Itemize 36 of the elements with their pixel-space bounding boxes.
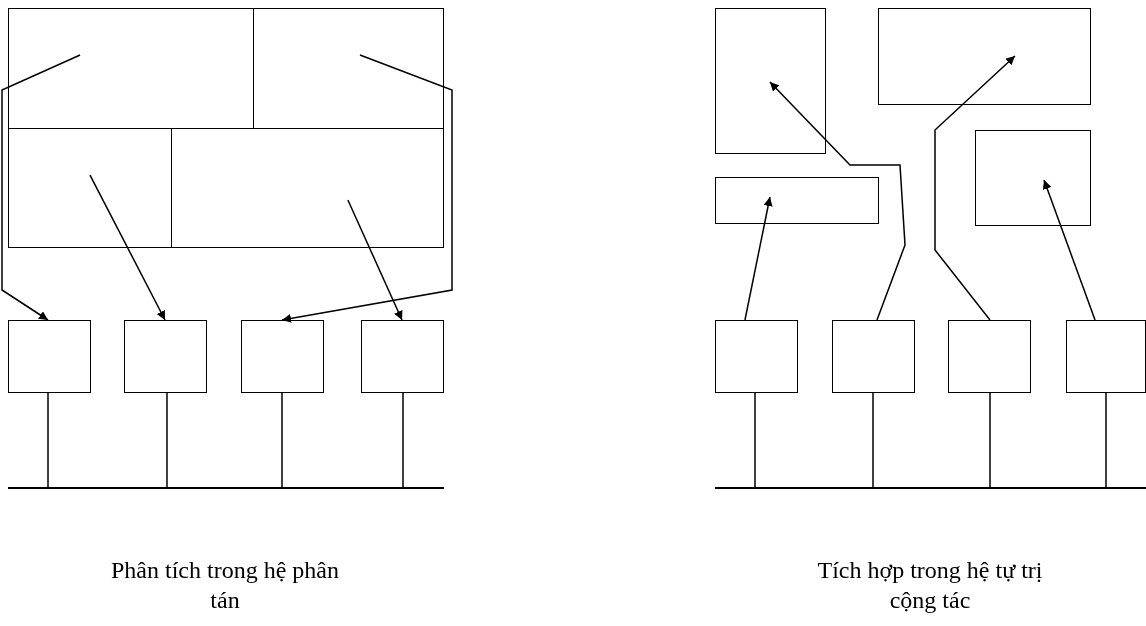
bus-line (8, 487, 444, 489)
connector-line (872, 392, 874, 488)
connector-line (166, 392, 168, 488)
arrow (1042, 179, 1096, 321)
arrow (89, 174, 166, 321)
arrow (281, 54, 453, 323)
connector-line (989, 392, 991, 488)
connector-line (754, 392, 756, 488)
rectangle-box (8, 8, 254, 129)
rectangle-box (241, 320, 324, 393)
rectangle-box (832, 320, 915, 393)
rectangle-box (715, 8, 826, 154)
connector-line (281, 392, 283, 488)
rectangle-box (8, 128, 172, 248)
rectangle-box (253, 8, 444, 129)
rectangle-box (361, 320, 444, 393)
arrow (744, 196, 773, 321)
rectangle-box (715, 320, 798, 393)
arrow (347, 199, 403, 321)
rectangle-box (878, 8, 1091, 105)
rectangle-box (124, 320, 207, 393)
connector-line (402, 392, 404, 488)
connector-line (47, 392, 49, 488)
arrow (1, 54, 81, 321)
rectangle-box (171, 128, 444, 248)
rectangle-box (8, 320, 91, 393)
rectangle-box (975, 130, 1091, 226)
rectangle-box (715, 177, 879, 224)
caption-text: Phân tích trong hệ phân tán (110, 556, 340, 615)
rectangle-box (948, 320, 1031, 393)
connector-line (1105, 392, 1107, 488)
bus-line (715, 487, 1146, 489)
arrow (769, 81, 906, 321)
arrow (934, 55, 1016, 321)
rectangle-box (1066, 320, 1146, 393)
caption-text: Tích hợp trong hệ tự trị cộng tác (816, 556, 1044, 615)
